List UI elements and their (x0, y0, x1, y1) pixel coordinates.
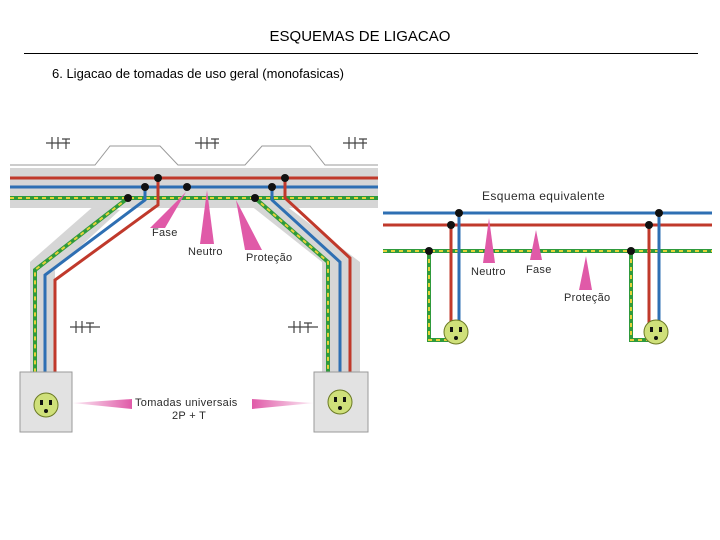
junction-dot (124, 194, 132, 202)
title-divider (24, 53, 698, 54)
pointer-fase (150, 192, 186, 228)
junction-dot (447, 221, 455, 229)
junction-dot (455, 209, 463, 217)
label-tomadas: Tomadas universais (135, 397, 238, 409)
outlet-left-icon (33, 392, 59, 418)
eq-left-protecao-stripe (428, 251, 448, 341)
label-tomadas-type: 2P + T (172, 410, 206, 422)
junction-dot (281, 174, 289, 182)
junction-dot (655, 209, 663, 217)
left-protecao-drop-stripe (34, 197, 129, 406)
outlet-eq-right-icon (643, 319, 669, 345)
junction-dot (183, 183, 191, 191)
right-neutro-drop (270, 187, 342, 400)
label-eq-protecao: Proteção (564, 292, 610, 304)
conduit-symbol-icon (46, 137, 367, 333)
pointer-eq-protecao (579, 256, 592, 290)
pointer-tomada-right (252, 399, 314, 409)
pointer-eq-neutro (483, 218, 495, 263)
page-title: ESQUEMAS DE LIGACAO (269, 28, 451, 45)
pointer-tomada-left (72, 399, 132, 409)
junction-dot (154, 174, 162, 182)
pointer-eq-fase (530, 230, 542, 260)
left-fase-drop (53, 178, 160, 400)
label-neutro: Neutro (188, 246, 223, 258)
junction-dot (251, 194, 259, 202)
junction-dot (268, 183, 276, 191)
label-eq-neutro: Neutro (471, 266, 506, 278)
pointer-neutro (200, 190, 214, 244)
label-fase: Fase (152, 227, 178, 239)
eq-right-protecao-stripe (630, 251, 650, 341)
right-branch-conduit (250, 205, 360, 372)
junction-dot (425, 247, 433, 255)
left-branch-conduit (30, 205, 120, 372)
right-fase-drop (283, 178, 352, 400)
label-protecao: Proteção (246, 252, 292, 264)
junction-dot (627, 247, 635, 255)
pointer-protecao (236, 200, 262, 250)
right-diagram: Esquema equivalente (383, 189, 712, 345)
left-diagram: Fase Neutro Proteção Tomadas universais … (10, 137, 378, 433)
outlet-right-icon (327, 389, 353, 415)
outlet-eq-left-icon (443, 319, 469, 345)
section-subtitle: 6. Ligacao de tomadas de uso geral (mono… (52, 66, 344, 81)
wall-outline (10, 145, 378, 166)
label-esquema-equivalente: Esquema equivalente (482, 189, 605, 203)
junction-dot (645, 221, 653, 229)
left-neutro-drop (43, 187, 147, 400)
junction-dot (141, 183, 149, 191)
label-eq-fase: Fase (526, 264, 552, 276)
